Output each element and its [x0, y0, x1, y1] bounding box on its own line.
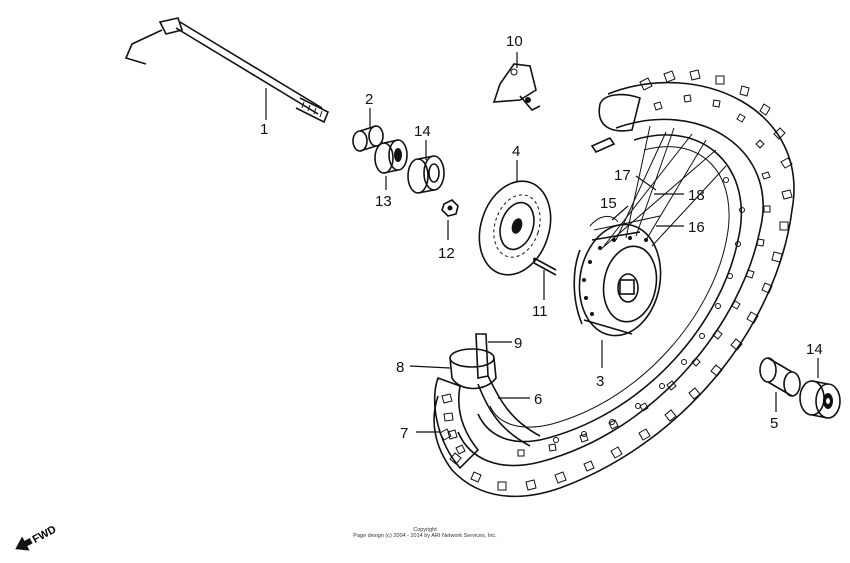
bearing-left	[374, 139, 408, 174]
callout-4: 4	[512, 143, 520, 160]
tube-valve	[475, 333, 489, 379]
collar-right	[759, 357, 801, 397]
callout-12: 12	[438, 245, 455, 262]
speedometer-gearbox	[492, 63, 541, 111]
callout-1: 1	[260, 121, 268, 138]
nut	[441, 199, 459, 217]
bolt	[533, 257, 557, 276]
callout-8: 8	[396, 359, 404, 376]
callout-17: 17	[614, 167, 631, 184]
collar	[352, 125, 384, 152]
callout-18: 18	[688, 187, 705, 204]
brake-disc	[478, 180, 552, 276]
leader-lines	[265, 52, 819, 433]
callout-15: 15	[600, 195, 617, 212]
callout-16: 16	[688, 219, 705, 236]
callout-5: 5	[770, 415, 778, 432]
callout-7: 7	[400, 425, 408, 442]
callout-10: 10	[506, 33, 523, 50]
callout-6: 6	[534, 391, 542, 408]
rim-band	[449, 348, 497, 390]
copyright-title: Copyright	[413, 527, 437, 533]
bearing-right	[407, 155, 445, 194]
arrow-left-icon	[15, 536, 33, 551]
callout-9: 9	[514, 335, 522, 352]
callout-14-right: 14	[806, 341, 823, 358]
callout-13: 13	[375, 193, 392, 210]
axle	[124, 17, 330, 124]
tube	[477, 375, 541, 447]
callout-14-left: 14	[414, 123, 431, 140]
callout-2: 2	[365, 91, 373, 108]
wheel-assembly	[433, 69, 795, 498]
callout-3: 3	[596, 373, 604, 390]
copyright-line: Page design (c) 2004 - 2014 by ARI Netwo…	[353, 533, 497, 539]
bearing-far-right	[799, 380, 841, 419]
callout-11: 11	[532, 303, 548, 320]
